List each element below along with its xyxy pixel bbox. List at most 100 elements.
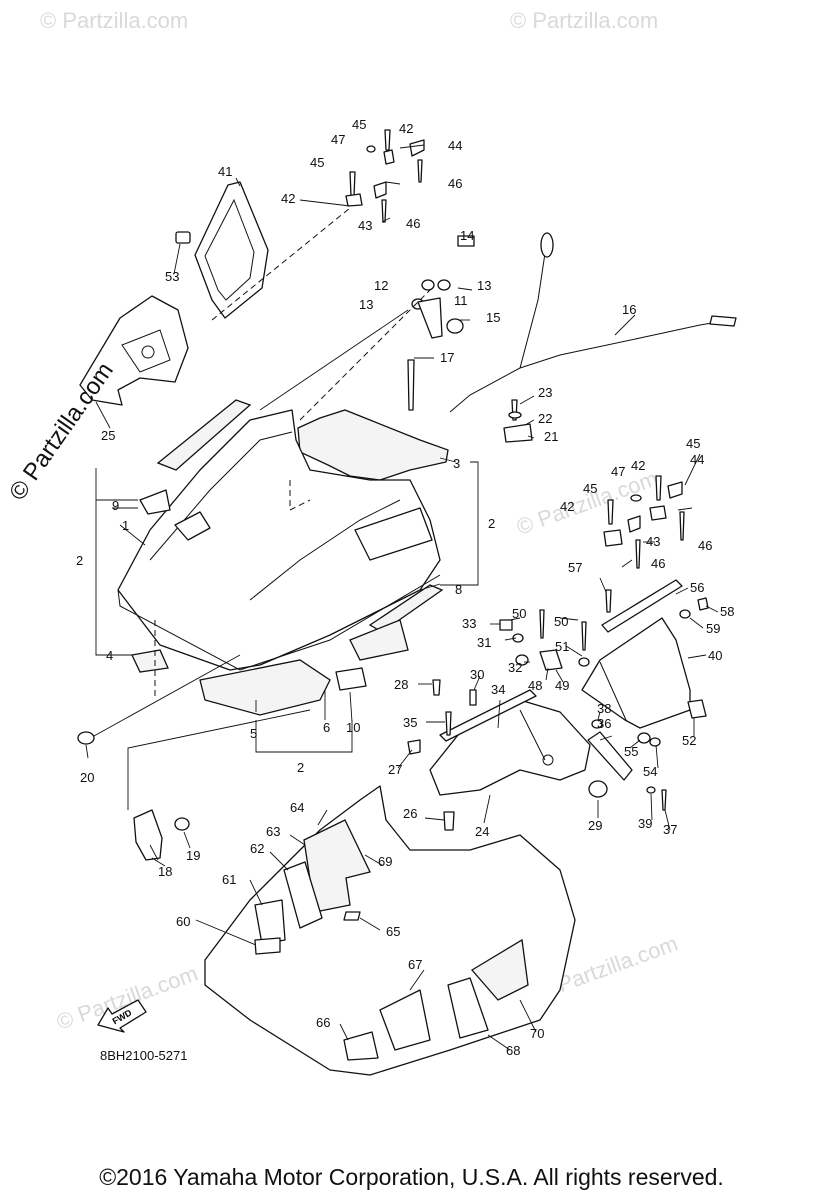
part-26-bolt [443,811,455,831]
callout-57: 57 [568,560,582,575]
right-fasteners [499,475,709,811]
part-18-bracket [133,809,163,861]
callout-45c: 45 [686,436,700,451]
callout-61: 61 [222,872,236,887]
callout-39: 39 [638,816,652,831]
callout-26: 26 [403,806,417,821]
callout-12: 12 [374,278,388,293]
part-53-clip [175,231,191,244]
callout-56: 56 [690,580,704,595]
callout-16: 16 [622,302,636,317]
watermark-faint-top-left: © Partzilla.com [40,8,188,33]
part-27-clip [407,739,421,755]
callout-29: 29 [588,818,602,833]
callout-38: 38 [597,701,611,716]
callout-45d: 45 [583,481,597,496]
callout-15: 15 [486,310,500,325]
callout-13a: 13 [477,278,491,293]
callout-47a: 47 [331,132,345,147]
callout-31: 31 [477,635,491,650]
callout-53: 53 [165,269,179,284]
callout-10: 10 [346,720,360,735]
callout-24: 24 [475,824,489,839]
callout-47b: 47 [611,464,625,479]
parts-21-23 [503,399,533,443]
callout-46c: 46 [698,538,712,553]
callout-11: 11 [454,293,468,308]
callout-13b: 13 [359,297,373,312]
callout-46a: 46 [448,176,462,191]
callout-28: 28 [394,677,408,692]
callout-30: 30 [470,667,484,682]
callout-62: 62 [250,841,264,856]
callout-55: 55 [624,744,638,759]
callout-2b: 2 [488,516,495,531]
callout-54: 54 [643,764,657,779]
callout-50a: 50 [512,606,526,621]
part-35-screw [445,711,452,736]
part-30-bolt [469,689,477,706]
callout-32: 32 [508,660,522,675]
callout-42b: 42 [281,191,295,206]
diagram-code: 8BH2100-5271 [100,1048,188,1063]
copyright-notice: ©2016 Yamaha Motor Corporation, U.S.A. A… [99,1164,724,1190]
callout-60: 60 [176,914,190,929]
callout-70: 70 [530,1026,544,1041]
part-20-bolt [77,731,95,745]
part-40-cover [581,617,691,729]
callout-64: 64 [290,800,304,815]
part-24-box [429,699,591,796]
callout-49: 49 [555,678,569,693]
part-56-strip [601,579,683,633]
callout-20: 20 [80,770,94,785]
callout-44b: 44 [690,452,704,467]
watermark-faint-top-right: © Partzilla.com [510,8,658,33]
callout-17: 17 [440,350,454,365]
callout-5: 5 [250,726,257,741]
callout-69: 69 [378,854,392,869]
part-19-grommet [174,817,190,831]
callout-48: 48 [528,678,542,693]
fwd-arrow-icon: FWD [97,999,147,1033]
callout-14: 14 [460,228,474,243]
callout-50b: 50 [554,614,568,629]
callout-21: 21 [544,429,558,444]
callout-22: 22 [538,411,552,426]
callout-46d: 46 [651,556,665,571]
part-9-bumper [139,489,171,515]
hinge-assembly [407,235,475,411]
callout-59: 59 [706,621,720,636]
callout-42d: 42 [560,499,574,514]
callout-34: 34 [491,682,505,697]
callout-1: 1 [122,518,129,533]
callout-labels: 41 53 25 45 42 47 44 45 46 42 43 46 14 1… [76,117,734,1058]
part-4-pad [131,649,169,673]
cowling-pads [254,819,529,1061]
callout-3: 3 [453,456,460,471]
part-10-bumper [335,667,367,691]
foam-pad-right [349,619,409,661]
callout-44a: 44 [448,138,462,153]
callout-46b: 46 [406,216,420,231]
callout-65: 65 [386,924,400,939]
callout-8: 8 [455,582,462,597]
callout-45a: 45 [352,117,366,132]
callout-4: 4 [106,648,113,663]
callout-58: 58 [720,604,734,619]
callout-51: 51 [555,639,569,654]
callout-33: 33 [462,616,476,631]
callout-67: 67 [408,957,422,972]
part-25-side-cover [79,295,189,406]
callout-2a: 2 [76,553,83,568]
callout-19: 19 [186,848,200,863]
part-16-cable [449,232,737,413]
callout-2c: 2 [297,760,304,775]
callout-9: 9 [112,498,119,513]
callout-6: 6 [323,720,330,735]
callout-42c: 42 [631,458,645,473]
callout-40: 40 [708,648,722,663]
callout-45b: 45 [310,155,324,170]
part-41-panel [194,181,269,319]
